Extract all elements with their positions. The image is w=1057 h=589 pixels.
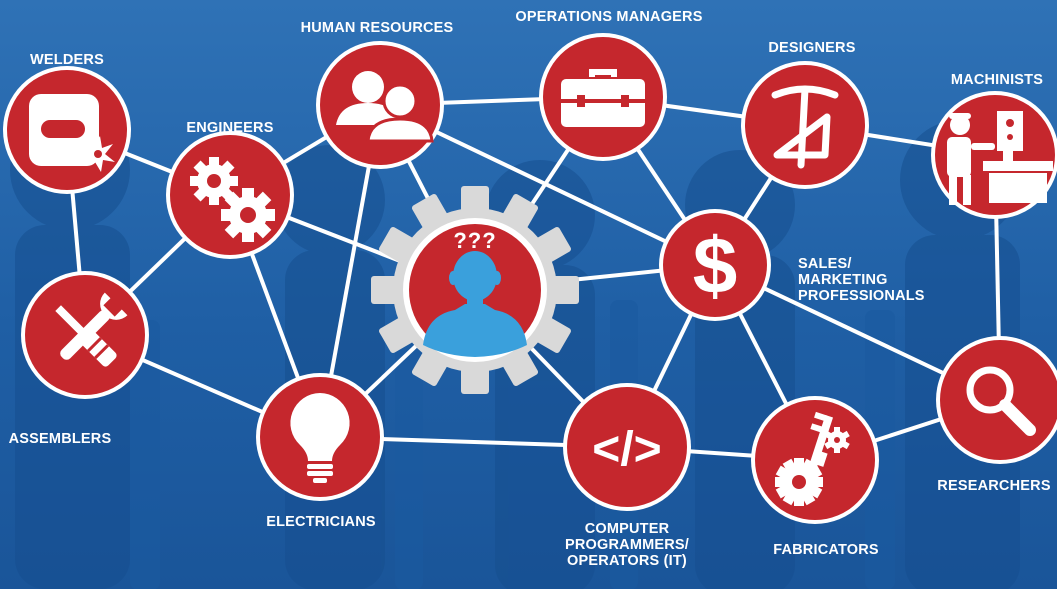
node-fabricators: [751, 396, 879, 524]
gears-icon: [190, 157, 275, 242]
person-question-icon: ???: [423, 228, 527, 357]
welding-mask-icon: [29, 94, 115, 172]
people-icon: [336, 71, 434, 143]
node-operations-managers: [539, 33, 667, 161]
code-icon: </>: [592, 423, 661, 476]
lightbulb-icon: [290, 393, 350, 483]
label-engineers: ENGINEERS: [186, 120, 274, 136]
question-marks: ???: [453, 228, 496, 253]
node-assemblers: [21, 271, 149, 399]
tools-icon: [55, 292, 128, 367]
label-researchers: RESEARCHERS: [937, 478, 1051, 494]
magnifier-icon: [966, 366, 1036, 436]
center-node: ???: [371, 186, 579, 394]
node-researchers: [936, 336, 1057, 464]
node-welders: [3, 66, 131, 194]
node-designers: [741, 61, 869, 189]
node-electricians: [256, 373, 384, 501]
label-computer-programmers: COMPUTER PROGRAMMERS/ OPERATORS (IT): [564, 521, 690, 569]
node-sales-marketing: $: [659, 209, 771, 321]
label-fabricators: FABRICATORS: [773, 542, 879, 558]
caliper-gear-icon: [775, 411, 850, 506]
briefcase-icon: [561, 69, 645, 127]
label-welders: WELDERS: [30, 52, 104, 68]
label-assemblers: ASSEMBLERS: [8, 431, 112, 447]
label-machinists: MACHINISTS: [950, 72, 1044, 88]
node-human-resources: [316, 41, 444, 169]
dollar-icon: $: [693, 221, 738, 310]
node-computer-programmers: </>: [563, 383, 691, 511]
node-machinists: [931, 91, 1057, 219]
label-sales-marketing: SALES/ MARKETING PROFESSIONALS: [798, 256, 925, 304]
label-electricians: ELECTRICIANS: [266, 514, 376, 530]
label-operations-managers: OPERATIONS MANAGERS: [515, 9, 703, 25]
drafting-compass-icon: [771, 85, 839, 169]
node-engineers: [166, 131, 294, 259]
machinist-icon: [947, 111, 1053, 205]
label-designers: DESIGNERS: [768, 40, 856, 56]
label-human-resources: HUMAN RESOURCES: [300, 20, 454, 36]
